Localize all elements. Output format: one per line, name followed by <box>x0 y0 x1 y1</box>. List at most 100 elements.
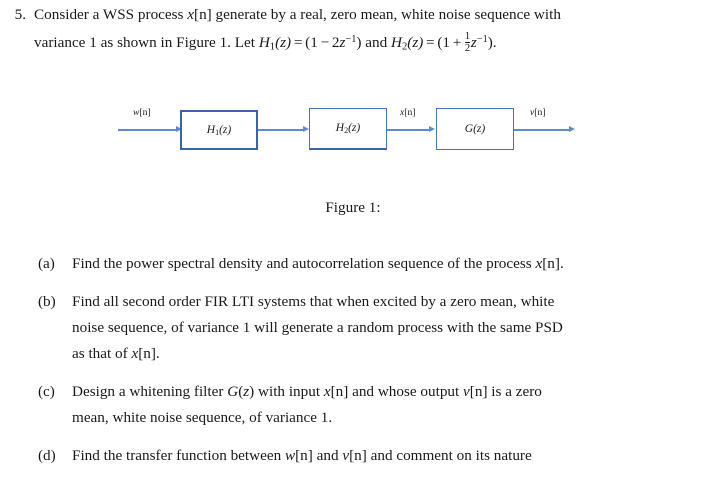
problem-line2-and: and <box>361 33 391 51</box>
problem-line2-expr1-close: ) <box>356 33 362 51</box>
problem-line2-expr1-minus: − <box>320 33 330 51</box>
problem-line1-part-a: Consider a WSS process <box>34 6 188 23</box>
text-run: [n] is a zero <box>469 383 542 400</box>
fraction-numerator: 1 <box>464 29 471 42</box>
math-variable: G <box>227 383 239 400</box>
problem-text-line-1: Consider a WSS process x[n] generate by … <box>34 2 696 27</box>
problem-line2-H2: H <box>390 33 402 51</box>
signal-label-x: x[n] <box>400 107 415 118</box>
text-run: [n]. <box>138 345 160 362</box>
question-part-line: Find all second order FIR LTI systems th… <box>72 289 696 315</box>
question-part-line: as that of x[n]. <box>72 341 696 367</box>
question-part-marker: (d) <box>38 447 56 464</box>
question-part-marker: (a) <box>38 255 55 272</box>
question-part-marker: (c) <box>38 383 55 400</box>
text-run: [n] and whose output <box>330 383 464 400</box>
block-h2-label-subscript: 2 <box>344 125 349 135</box>
math-variable: x <box>323 383 331 400</box>
text-run: ) with input <box>249 383 324 400</box>
arrowhead-h1-to-h2 <box>303 126 309 132</box>
problem-number: 5. <box>14 6 26 23</box>
text-run: Find the power spectral density and auto… <box>72 255 536 272</box>
wire-input-w <box>118 129 178 131</box>
signal-w-base: w <box>133 107 140 118</box>
block-g[interactable]: G(z) <box>436 108 514 150</box>
question-part-text: Find the power spectral density and auto… <box>72 251 696 277</box>
problem-text-line-2: variance 1 as shown in Figure 1. Let H1(… <box>34 27 696 59</box>
block-h1[interactable]: H1(z) <box>180 110 258 150</box>
block-h2-label-arg: (z) <box>348 122 361 135</box>
problem-statement: 5. Consider a WSS process x[n] generate … <box>0 2 706 59</box>
problem-line2-H1-arg: (z) <box>275 33 292 51</box>
block-g-label-base: G <box>464 123 474 135</box>
problem-line2-equals-1: = <box>293 33 303 51</box>
problem-line1-var-x: x <box>187 6 195 23</box>
wire-h1-to-h2 <box>258 129 304 131</box>
question-parts-list: (a) Find the power spectral density and a… <box>38 251 698 481</box>
block-g-label: G(z) <box>465 123 485 135</box>
problem-body: Consider a WSS process x[n] generate by … <box>34 2 696 59</box>
math-variable: x <box>535 255 543 272</box>
block-h1-label: H1(z) <box>207 124 231 137</box>
math-variable: v <box>463 383 470 400</box>
block-h2[interactable]: H2(z) <box>309 108 387 150</box>
math-variable: x <box>131 345 139 362</box>
math-variable: z <box>243 383 250 400</box>
problem-line2-part-a: variance 1 as shown in Figure 1. Let <box>34 33 259 51</box>
arrowhead-output-v <box>569 126 575 132</box>
text-run: Find all second order FIR LTI systems th… <box>72 293 555 310</box>
text-run: mean, white noise sequence, of variance … <box>72 409 333 426</box>
problem-line2-expr2-close: ). <box>487 33 497 51</box>
math-variable: v <box>342 447 350 464</box>
block-h2-label: H2(z) <box>336 122 360 135</box>
math-variable: w <box>284 447 296 464</box>
signal-v-base: v <box>530 107 535 118</box>
question-part-line: Design a whitening filter G(z) with inpu… <box>72 379 696 405</box>
figure-caption: Figure 1: <box>325 199 381 216</box>
question-part: (d)Find the transfer function between w[… <box>38 443 698 469</box>
text-run: [n] and comment on its nature <box>349 447 532 464</box>
signal-x-base: x <box>400 107 405 118</box>
problem-line2-expr2-open: (1 <box>437 33 450 51</box>
problem-line2-expr1-exponent: −1 <box>345 34 357 45</box>
block-h2-label-base: H <box>335 122 345 135</box>
block-h1-label-subscript: 1 <box>215 127 220 137</box>
question-part-marker: (b) <box>38 293 56 310</box>
signal-v-brackets: [n] <box>534 107 546 118</box>
problem-line2-H2-subscript: 2 <box>401 41 408 53</box>
block-h1-label-base: H <box>206 123 216 136</box>
signal-label-v: v[n] <box>530 107 545 118</box>
problem-line2-H1: H <box>258 33 270 51</box>
problem-line2-expr1-z: z <box>339 33 346 51</box>
text-run: [n]. <box>542 255 564 272</box>
text-run: noise sequence, of variance 1 will gener… <box>72 319 563 336</box>
problem-line1-part-b: generate by a real, zero mean, white noi… <box>211 6 561 23</box>
problem-line2-expr2-z: z <box>470 33 477 51</box>
problem-line2-H1-subscript: 1 <box>269 41 276 53</box>
question-part-line: Find the power spectral density and auto… <box>72 251 696 277</box>
text-run: [n] and <box>295 447 343 464</box>
block-h1-label-arg: (z) <box>219 123 232 136</box>
question-part-line: mean, white noise sequence, of variance … <box>72 405 696 431</box>
problem-line2-H2-arg: (z) <box>407 33 424 51</box>
question-part-text: Find all second order FIR LTI systems th… <box>72 289 696 367</box>
fraction-denominator: 2 <box>464 42 471 55</box>
problem-line2-expr2-plus: + <box>452 33 462 51</box>
text-run: Design a whitening filter <box>72 383 228 400</box>
problem-line1-brackets: [n] <box>194 6 212 23</box>
question-part-text: Find the transfer function between w[n] … <box>72 443 696 469</box>
problem-line2-equals-2: = <box>426 33 435 51</box>
signal-x-brackets: [n] <box>404 107 416 118</box>
problem-line-1: 5. Consider a WSS process x[n] generate … <box>0 2 706 59</box>
problem-line2-expr2-exponent: −1 <box>476 34 488 45</box>
question-part-line: noise sequence, of variance 1 will gener… <box>72 315 696 341</box>
block-g-label-arg: (z) <box>473 123 486 135</box>
text-run: Find the transfer function between <box>72 447 285 464</box>
wire-output-v <box>514 129 570 131</box>
question-part: (c) Design a whitening filter G(z) with i… <box>38 379 698 431</box>
arrowhead-h2-to-g <box>429 126 435 132</box>
text-run: as that of <box>72 345 132 362</box>
wire-h2-to-g <box>387 129 430 131</box>
block-diagram: w[n] H1(z) H2(z) x[n] G(z) v[n] <box>0 95 706 175</box>
